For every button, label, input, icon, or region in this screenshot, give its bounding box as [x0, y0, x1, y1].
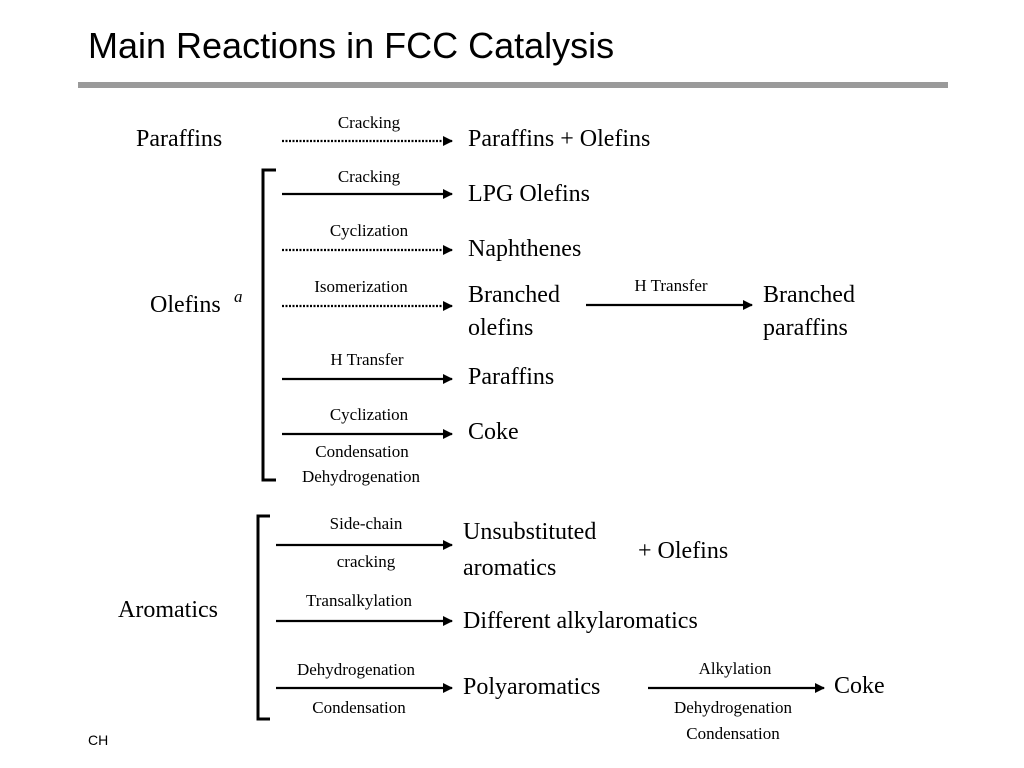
- product-paraffins: Paraffins: [468, 364, 554, 390]
- product-different-alkylaromatics: Different alkylaromatics: [463, 608, 698, 634]
- reaction-cracking-paraffins: Cracking: [338, 113, 401, 132]
- reaction-transalkylation: Transalkylation: [306, 591, 413, 610]
- aromatics-reactant: Aromatics: [118, 597, 218, 623]
- product-lpg-olefins: LPG Olefins: [468, 181, 590, 207]
- product-branched-olefins-line2: olefins: [468, 315, 533, 341]
- reaction-condensation-coke: Condensation: [315, 442, 409, 461]
- reaction-condensation-polyaromatics: Condensation: [312, 698, 406, 717]
- reaction-cyclization-coke: Cyclization: [330, 405, 409, 424]
- reaction-cracking-olefins: Cracking: [338, 167, 401, 186]
- aromatics-bracket: [256, 514, 270, 721]
- reaction-dehydrogenation-coke: Dehydrogenation: [302, 467, 421, 486]
- title-divider: [78, 82, 948, 88]
- product-coke-olefins: Coke: [468, 419, 519, 445]
- reaction-side-chain: Side-chain: [330, 514, 403, 533]
- product-naphthenes: Naphthenes: [468, 236, 581, 262]
- product-polyaromatics: Polyaromatics: [463, 674, 600, 700]
- reaction-dehydrogenation-coke-aromatics: Dehydrogenation: [674, 698, 793, 717]
- paraffins-reactant: Paraffins: [136, 126, 222, 152]
- product-paraffins-olefins: Paraffins + Olefins: [468, 126, 650, 152]
- reaction-h-transfer-paraffins: H Transfer: [330, 350, 404, 369]
- footer-initials: CH: [88, 732, 109, 748]
- reaction-dehydrogenation-polyaromatics: Dehydrogenation: [297, 660, 416, 679]
- reaction-cracking-aromatics: cracking: [337, 552, 396, 571]
- product-branched-paraffins-line1: Branched: [763, 282, 855, 308]
- slide-title: Main Reactions in FCC Catalysis: [88, 25, 615, 66]
- reaction-condensation-coke-aromatics: Condensation: [686, 724, 780, 743]
- olefins-reactant: Olefins: [150, 292, 221, 318]
- product-branched-olefins-line1: Branched: [468, 282, 560, 308]
- reaction-isomerization: Isomerization: [314, 277, 408, 296]
- reaction-h-transfer-branched: H Transfer: [634, 276, 708, 295]
- product-branched-paraffins-line2: paraffins: [763, 315, 848, 341]
- olefins-bracket: [261, 168, 276, 482]
- product-unsubstituted-line2: aromatics: [463, 555, 556, 581]
- co-product-olefins: + Olefins: [638, 538, 728, 564]
- olefins-superscript: a: [234, 287, 243, 306]
- reaction-cyclization-naphthenes: Cyclization: [330, 221, 409, 240]
- reaction-alkylation: Alkylation: [699, 659, 772, 678]
- product-unsubstituted-line1: Unsubstituted: [463, 519, 596, 545]
- product-coke-aromatics: Coke: [834, 673, 885, 699]
